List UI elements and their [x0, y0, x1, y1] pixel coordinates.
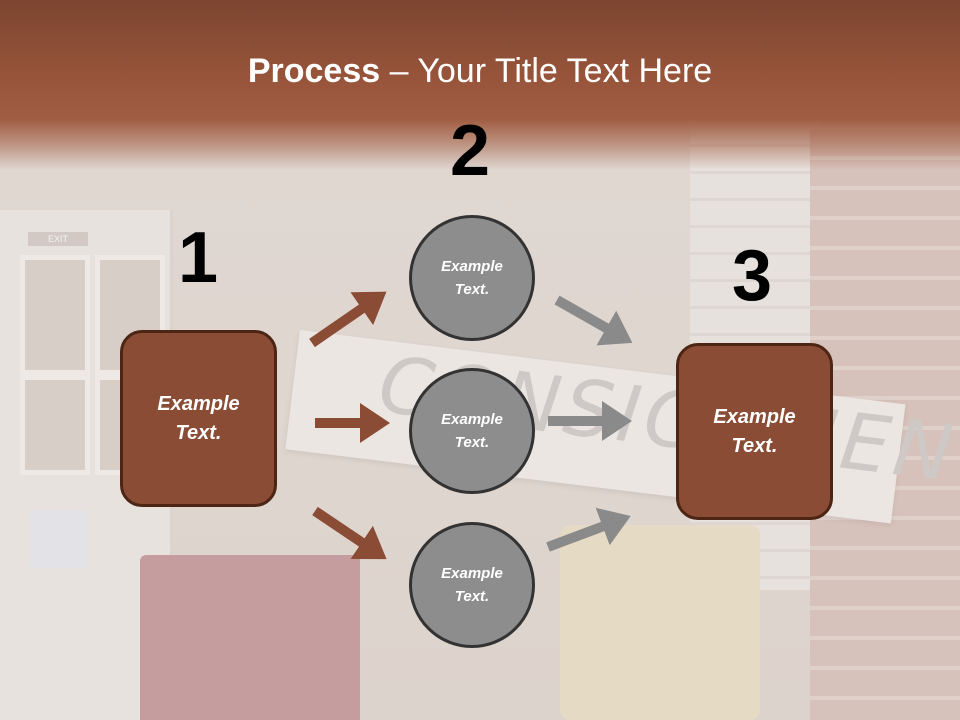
circle-bottom: Example Text.	[409, 522, 535, 648]
slide-title: Process – Your Title Text Here	[0, 52, 960, 91]
box-step-1: Example Text.	[120, 330, 277, 507]
step-number-1: 1	[178, 218, 219, 298]
circle-middle-line2: Text.	[454, 434, 490, 451]
title-banner	[0, 0, 960, 170]
slide-title-rest: – Your Title Text Here	[380, 52, 713, 90]
box-step-3-line2: Text.	[731, 434, 778, 457]
circle-bottom-line2: Text.	[454, 588, 490, 605]
box-step-3-line1: Example	[713, 405, 796, 428]
circle-middle-line1: Example	[441, 411, 503, 428]
door-window-pane	[20, 375, 90, 475]
planter-pot	[560, 525, 760, 720]
arrow-top-to-right	[554, 295, 633, 346]
circle-top: Example Text.	[409, 215, 535, 341]
circle-middle: Example Text.	[409, 368, 535, 494]
step-number-2: 2	[450, 111, 491, 191]
circle-top-line1: Example	[441, 258, 503, 275]
arrow-left-to-top	[309, 291, 387, 348]
step-number-3: 3	[732, 236, 773, 316]
circle-top-line2: Text.	[454, 281, 490, 298]
arrow-bottom-to-right	[546, 507, 631, 552]
circle-bottom-line1: Example	[441, 565, 503, 582]
door-window-pane	[20, 255, 90, 375]
box-step-3: Example Text.	[676, 343, 833, 520]
slide-title-bold: Process	[247, 52, 381, 90]
exit-sign: EXIT	[28, 232, 88, 246]
clock-sign	[30, 510, 88, 568]
red-mailbox	[140, 555, 360, 720]
box-step-1-line2: Text.	[175, 421, 222, 444]
arrow-left-to-bottom	[312, 506, 387, 560]
box-step-1-line1: Example	[157, 392, 240, 415]
